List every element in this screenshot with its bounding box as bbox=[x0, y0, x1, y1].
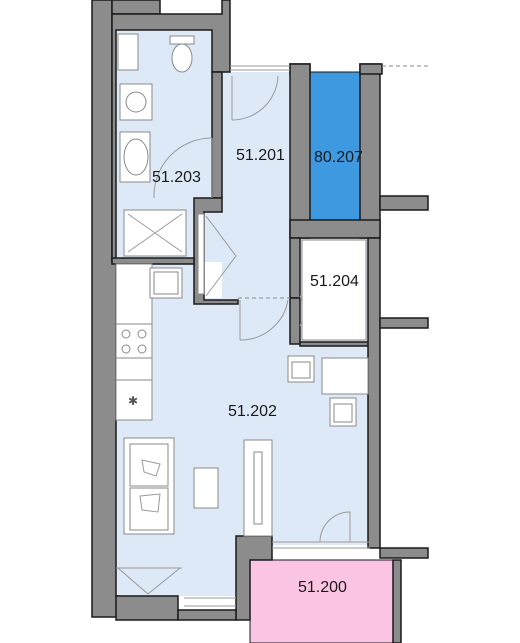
wardrobe-hall-diag bbox=[205, 215, 237, 297]
door-balcony-arc bbox=[319, 511, 351, 543]
storage-left-wall bbox=[289, 63, 311, 239]
cushion-1 bbox=[141, 459, 161, 477]
balcony-right-post bbox=[392, 559, 402, 643]
fridge-icon: ✱ bbox=[128, 394, 138, 408]
chair-1-back bbox=[291, 361, 311, 379]
neighbor-wall-1 bbox=[379, 195, 429, 211]
label-living: 51.202 bbox=[228, 403, 277, 420]
stove-burner-1 bbox=[121, 329, 131, 339]
door-living-arc bbox=[239, 299, 289, 341]
wardrobe-hall bbox=[197, 213, 205, 295]
closet-left-wall bbox=[289, 237, 301, 299]
door-bath-arc bbox=[153, 137, 213, 199]
stove-burner-4 bbox=[137, 344, 147, 354]
window-ledge bbox=[177, 609, 237, 621]
toilet-tank bbox=[169, 35, 195, 45]
top-left-wall-stub bbox=[111, 0, 161, 15]
hall-fixtures bbox=[197, 213, 237, 297]
openings bbox=[184, 65, 428, 607]
bathroom-fixtures bbox=[117, 33, 195, 257]
label-hall: 51.201 bbox=[236, 147, 285, 164]
closet-fixtures bbox=[301, 239, 367, 341]
fridge bbox=[115, 379, 153, 421]
label-bathroom: 51.203 bbox=[152, 169, 201, 186]
bathroom-living-wall bbox=[111, 257, 195, 265]
washing-machine-drum bbox=[125, 91, 147, 113]
sofa-seat bbox=[129, 443, 169, 487]
label-closet: 51.204 bbox=[310, 273, 359, 290]
desk bbox=[321, 357, 369, 395]
tv bbox=[253, 451, 263, 525]
room-labels: 51.203 51.201 80.207 51.204 51.202 51.20… bbox=[152, 147, 363, 596]
stove bbox=[115, 323, 153, 359]
storage-top-right-stub bbox=[359, 63, 383, 75]
door-hall-arc bbox=[231, 75, 279, 121]
bathroom-hall-wall-upper bbox=[211, 71, 223, 199]
label-balcony: 51.200 bbox=[298, 579, 347, 596]
kitchen-sink-basin bbox=[153, 271, 179, 295]
stove-burner-2 bbox=[137, 329, 147, 339]
right-outer-wall bbox=[367, 237, 381, 549]
coffee-table bbox=[193, 467, 219, 509]
sofa-seat-2 bbox=[129, 487, 169, 531]
kitchen-fixtures: ✱ bbox=[115, 263, 183, 421]
closet-left-wall-lower bbox=[289, 297, 301, 345]
label-storage: 80.207 bbox=[314, 149, 363, 166]
storage-bottom-wall bbox=[289, 219, 381, 239]
living-fixtures bbox=[116, 355, 369, 595]
top-shelf bbox=[117, 33, 139, 71]
stove-burner-3 bbox=[121, 344, 131, 354]
corner-wardrobe bbox=[117, 567, 181, 595]
sink-icon bbox=[123, 138, 149, 176]
bottom-wall bbox=[115, 595, 179, 621]
room-hall-fill bbox=[222, 72, 292, 298]
chair-2-back bbox=[333, 403, 353, 423]
storage-right-wall bbox=[359, 63, 381, 239]
toilet-icon bbox=[171, 43, 193, 73]
cushion-2 bbox=[139, 493, 161, 513]
neighbor-wall-3 bbox=[379, 547, 429, 559]
shower-diagonal bbox=[127, 213, 183, 253]
balcony-fill bbox=[249, 559, 394, 643]
closet-shelf bbox=[301, 239, 367, 341]
closet-bottom-wall bbox=[299, 341, 371, 347]
neighbor-wall-2 bbox=[379, 317, 429, 329]
